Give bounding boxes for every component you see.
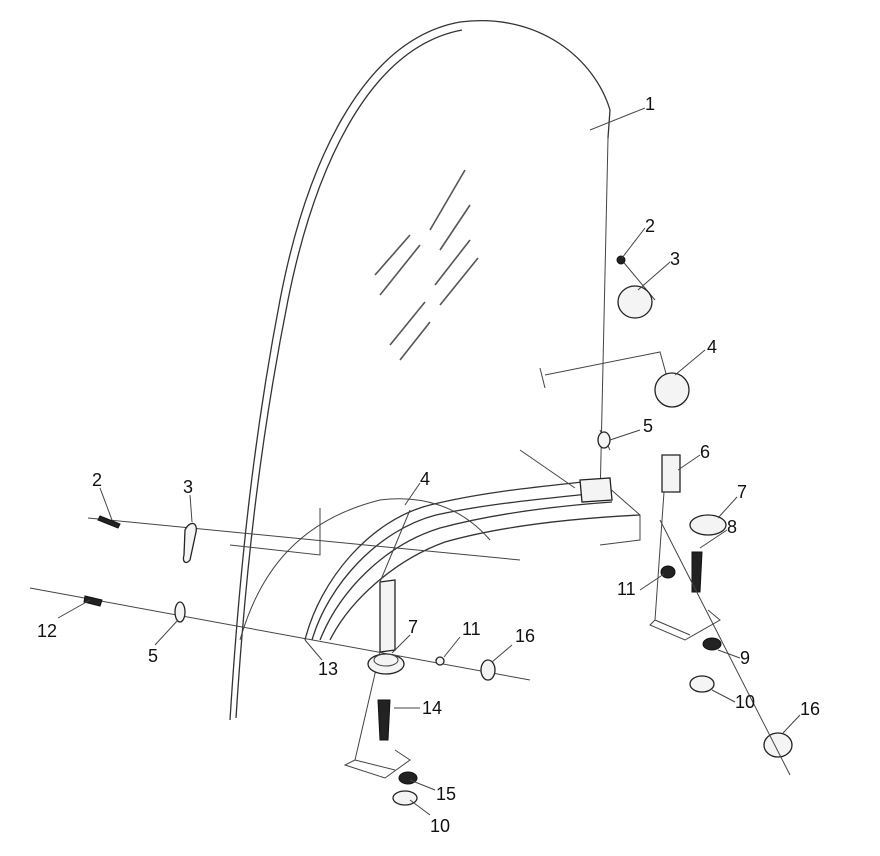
- label-3-upper: 3: [670, 249, 680, 269]
- hardware: [83, 255, 690, 681]
- label-16-right: 16: [800, 699, 820, 719]
- label-14: 14: [422, 698, 442, 718]
- label-12: 12: [37, 621, 57, 641]
- explosion-lines: [29, 257, 791, 776]
- windshield-panel: [229, 20, 611, 721]
- label-3-lower: 3: [183, 477, 193, 497]
- leader-lines: [57, 107, 801, 816]
- label-16-left: 16: [515, 626, 535, 646]
- label-4-lower: 4: [420, 469, 430, 489]
- label-11-right: 11: [617, 579, 636, 599]
- label-10-right: 10: [735, 692, 755, 712]
- lower-frame: [229, 477, 641, 641]
- label-4-upper: 4: [707, 337, 717, 357]
- label-15: 15: [436, 784, 456, 804]
- label-11-left: 11: [462, 619, 481, 639]
- label-13: 13: [318, 659, 338, 679]
- label-2-lower: 2: [92, 470, 102, 490]
- label-6: 6: [700, 442, 710, 462]
- left-bracket: [343, 509, 418, 806]
- label-8: 8: [727, 517, 737, 537]
- label-5-upper: 5: [643, 416, 653, 436]
- label-5-lower: 5: [148, 646, 158, 666]
- label-2-upper: 2: [645, 216, 655, 236]
- label-7-right: 7: [737, 482, 747, 502]
- label-10-left: 10: [430, 816, 450, 836]
- label-9: 9: [740, 648, 750, 668]
- label-7-left: 7: [408, 617, 418, 637]
- part-labels: 1 2 3 4 5 6 7 8 11 9 10 16 2 3 4 12 5 13…: [37, 94, 820, 836]
- label-1: 1: [645, 94, 655, 114]
- right-bracket: [649, 454, 793, 758]
